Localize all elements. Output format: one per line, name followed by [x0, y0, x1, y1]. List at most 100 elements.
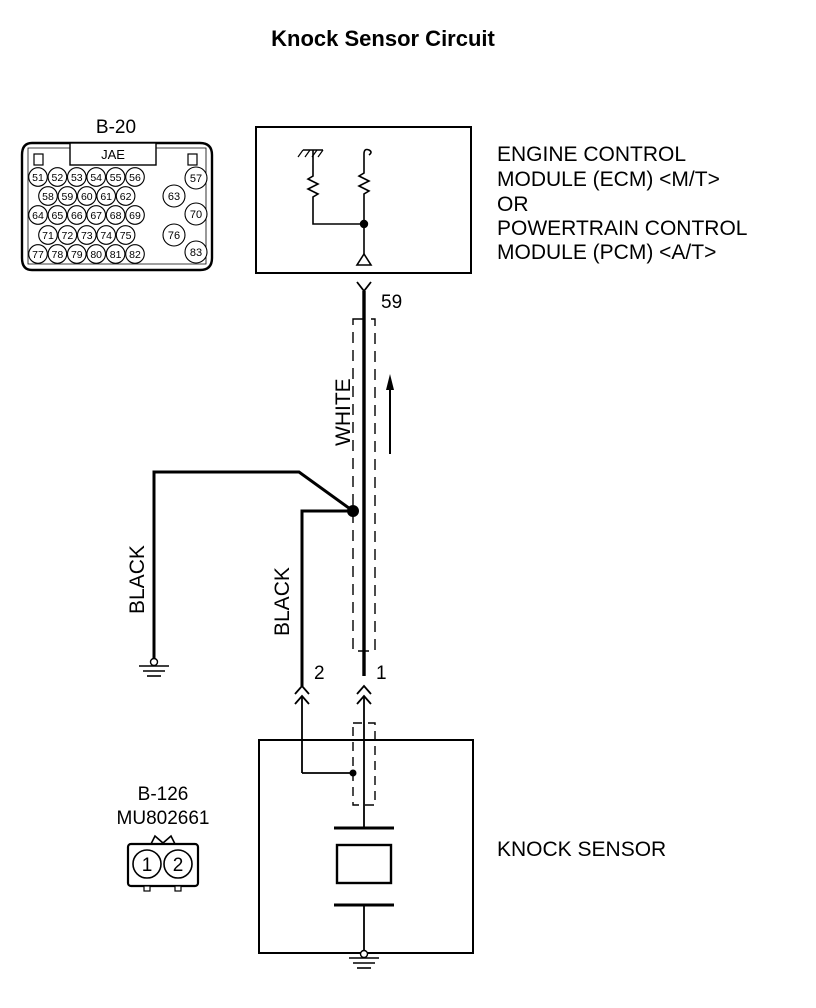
b20-pin-66	[66, 205, 87, 225]
b20-pin-58	[38, 186, 58, 206]
b20-pin-label-64: 64	[32, 210, 44, 222]
b20-pin-81	[105, 244, 126, 264]
b20-pin-64	[28, 205, 48, 225]
b20-pin-label-54: 54	[90, 172, 102, 184]
b20-pin-79	[66, 244, 87, 264]
b20-pin-label-67: 67	[90, 210, 102, 222]
connector-b20-maker-box	[69, 142, 157, 166]
b20-pin-label-76: 76	[168, 230, 180, 242]
b20-pin-55	[105, 167, 126, 187]
b20-pin-label-52: 52	[52, 172, 64, 184]
b20-pin-51	[28, 167, 48, 187]
wire-color-black-left: BLACK	[126, 545, 149, 614]
b20-pin-63	[162, 184, 186, 208]
b20-pin-60	[76, 186, 97, 206]
knock-sensor-label: KNOCK SENSOR	[497, 838, 666, 861]
sensor-pin1-number: 1	[376, 663, 387, 684]
b20-pin-label-60: 60	[81, 191, 93, 203]
b20-pin-75	[115, 225, 136, 245]
b20-pin-label-70: 70	[190, 209, 202, 221]
b20-pin-56	[125, 167, 145, 187]
connector-b126-pin2	[163, 849, 193, 879]
connector-b126-latch	[150, 834, 176, 845]
ecm-resistor-left	[306, 165, 364, 225]
b20-pin-label-81: 81	[110, 249, 122, 261]
ground-left-point	[149, 657, 159, 667]
b20-pin-label-59: 59	[62, 191, 74, 203]
connector-b126-name: B-126	[138, 784, 189, 805]
b20-pin-label-75: 75	[120, 230, 132, 242]
connector-b20-key-right	[187, 153, 198, 166]
ground-wire-left	[152, 470, 354, 659]
b20-pin-label-55: 55	[110, 172, 122, 184]
b20-pin-61	[96, 186, 117, 206]
b20-pin-53	[66, 167, 87, 187]
b20-pin-54	[86, 167, 107, 187]
b20-pin-label-58: 58	[42, 191, 54, 203]
connector-b126-pin2-label: 2	[173, 855, 184, 876]
b20-pin-77	[28, 244, 48, 264]
ecm-label-line2: MODULE (ECM) <M/T>	[497, 168, 720, 191]
ecm-pin-number: 59	[381, 292, 402, 313]
b20-pin-73	[76, 225, 97, 245]
connector-b126: B-126 MU802661 1 2	[117, 784, 210, 892]
b20-pin-label-65: 65	[52, 210, 64, 222]
b20-pin-label-57: 57	[190, 173, 202, 185]
ecm-input-triangle	[355, 252, 373, 266]
b20-pin-label-80: 80	[90, 249, 102, 261]
b20-pin-label-77: 77	[32, 249, 44, 261]
b20-pin-70	[184, 202, 208, 226]
ecm-pin-connector-symbol	[356, 281, 372, 293]
b20-pin-label-78: 78	[52, 249, 64, 261]
ecm-label-line1: ENGINE CONTROL	[497, 143, 686, 166]
connector-b126-pin1	[132, 849, 162, 879]
wire-color-white: WHITE	[332, 378, 355, 446]
b20-pin-label-51: 51	[32, 172, 44, 184]
b20-pin-68	[105, 205, 126, 225]
wire-color-black-right: BLACK	[271, 567, 294, 636]
b20-pin-52	[47, 167, 68, 187]
b20-pin-label-56: 56	[129, 172, 141, 184]
b20-pin-59	[57, 186, 78, 206]
b20-pin-label-72: 72	[62, 230, 74, 242]
drain-wire	[300, 509, 353, 686]
b20-pin-82	[125, 244, 145, 264]
knock-sensor: KNOCK SENSOR	[258, 739, 666, 969]
ecm-label-line3: OR	[497, 193, 529, 216]
b20-pin-label-83: 83	[190, 247, 202, 259]
shield-lower	[352, 722, 376, 806]
b20-pin-71	[38, 225, 58, 245]
sensor-element	[335, 843, 393, 885]
shield-upper	[352, 318, 376, 652]
b20-pin-label-68: 68	[110, 210, 122, 222]
b20-pin-label-82: 82	[129, 249, 141, 261]
sensor-ground-point	[359, 949, 369, 959]
b20-pin-label-71: 71	[42, 230, 54, 242]
b20-pin-label-73: 73	[81, 230, 93, 242]
b20-pin-78	[47, 244, 68, 264]
ecm-label-line4: POWERTRAIN CONTROL	[497, 217, 747, 240]
connector-b20-name: B-20	[96, 117, 136, 138]
sensor-pin2-number: 2	[314, 663, 325, 684]
connector-b126-pin1-label: 1	[142, 855, 153, 876]
connector-b126-part: MU802661	[117, 808, 210, 829]
b20-pin-76	[162, 223, 186, 247]
ecm-module: ENGINE CONTROL MODULE (ECM) <M/T> OR POW…	[255, 126, 747, 274]
b20-pin-72	[57, 225, 78, 245]
connector-b126-body	[126, 842, 200, 888]
connector-b20-maker: JAE	[101, 147, 125, 162]
b20-pin-label-62: 62	[120, 191, 132, 203]
ecm-supply-symbol	[363, 148, 372, 164]
ecm-junction-dot	[359, 219, 369, 229]
sensor-shield-dot	[349, 769, 357, 777]
ecm-label-line5: MODULE (PCM) <A/T>	[497, 241, 716, 264]
b20-pin-label-66: 66	[71, 210, 83, 222]
b20-pin-65	[47, 205, 68, 225]
connector-b20-body	[20, 141, 214, 272]
b20-pin-label-61: 61	[100, 191, 112, 203]
connector-b20-key-left	[33, 153, 44, 166]
b20-pin-80	[86, 244, 107, 264]
